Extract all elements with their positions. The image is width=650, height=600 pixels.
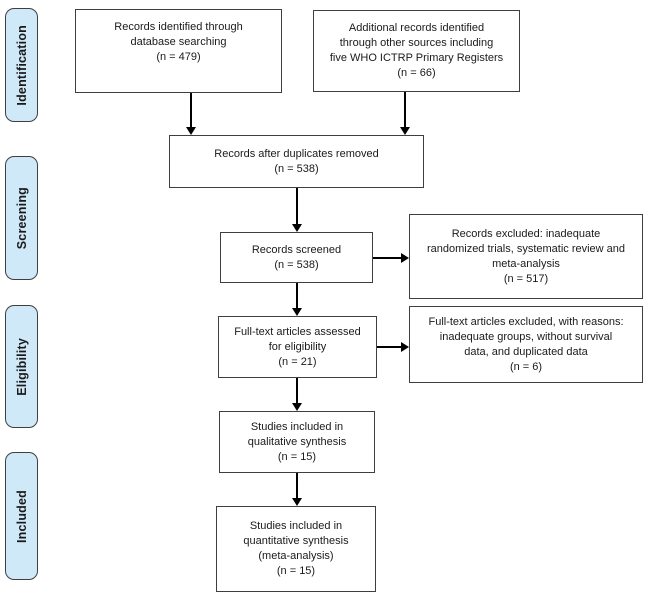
stage-label-identification: Identification: [5, 8, 38, 122]
box-duplicates-removed: Records after duplicates removed (n = 53…: [169, 135, 424, 188]
stage-label-eligibility: Eligibility: [5, 305, 38, 428]
stage-label-screening: Screening: [5, 156, 38, 280]
box-duplicates-removed-text: Records after duplicates removed (n = 53…: [214, 147, 379, 175]
stage-label-included-text: Included: [14, 489, 29, 543]
stage-label-screening-text: Screening: [14, 186, 29, 250]
box-records-excluded: Records excluded: inadequate randomized …: [409, 214, 643, 299]
box-additional-records-text: Additional records identified through ot…: [329, 22, 504, 79]
box-quantitative-synthesis-text: Studies included in quantitative synthes…: [243, 520, 349, 577]
box-records-excluded-text: Records excluded: inadequate randomized …: [426, 227, 626, 285]
box-quantitative-synthesis: Studies included in quantitative synthes…: [216, 506, 376, 592]
box-records-identified: Records identified through database sear…: [75, 9, 282, 93]
box-records-screened-text: Records screened (n = 538): [251, 243, 342, 271]
box-fulltext-excluded: Full-text articles excluded, with reason…: [409, 306, 643, 383]
box-records-identified-text: Records identified through database sear…: [114, 21, 243, 63]
stage-label-included: Included: [5, 452, 38, 580]
box-records-screened: Records screened (n = 538): [220, 232, 373, 283]
box-fulltext-assessed-text: Full-text articles assessed for eligibil…: [234, 325, 361, 368]
box-fulltext-assessed: Full-text articles assessed for eligibil…: [218, 316, 377, 378]
box-qualitative-synthesis: Studies included in qualitative synthesi…: [219, 411, 375, 473]
box-additional-records: Additional records identified through ot…: [313, 10, 520, 92]
stage-label-eligibility-text: Eligibility: [14, 337, 29, 396]
stage-label-identification-text: Identification: [14, 24, 29, 106]
box-fulltext-excluded-text: Full-text articles excluded, with reason…: [428, 315, 624, 373]
box-qualitative-synthesis-text: Studies included in qualitative synthesi…: [247, 420, 347, 463]
